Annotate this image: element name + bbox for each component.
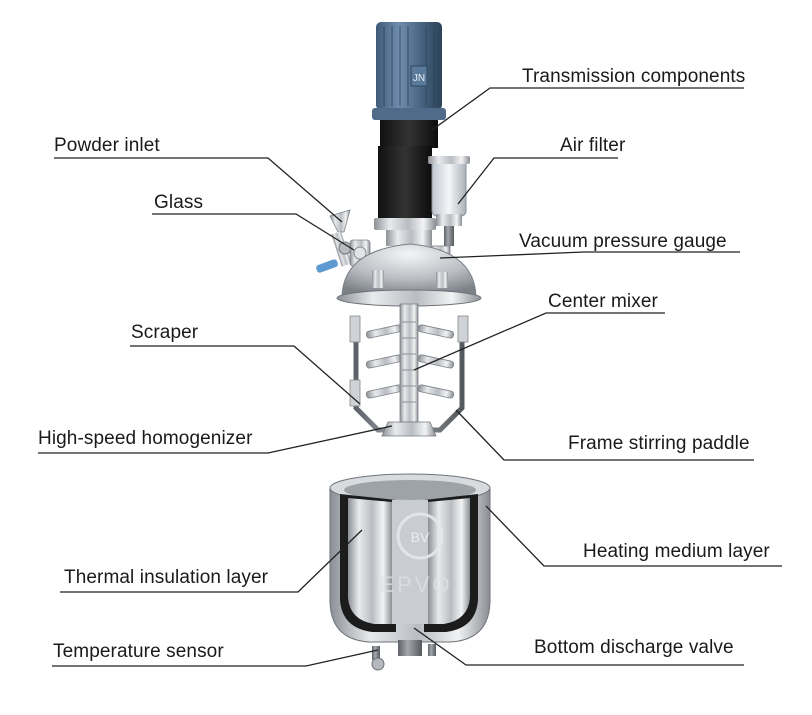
air-filter-unit (428, 156, 470, 246)
label-scraper: Scraper (131, 322, 199, 343)
vessel: BV EPVO (329, 473, 491, 671)
leader-vacuum-gauge (439, 251, 740, 259)
label-frame-stirring-paddle: Frame stirring paddle (568, 433, 750, 454)
vessel-brand: EPVO (379, 572, 452, 597)
label-heating-medium-layer: Heating medium layer (583, 541, 770, 562)
label-glass: Glass (154, 192, 204, 213)
leader-center-mixer (413, 312, 665, 371)
leader-homogenizer (38, 425, 393, 454)
powder-inlet-funnel (316, 209, 352, 273)
label-vacuum-pressure-gauge: Vacuum pressure gauge (519, 231, 727, 252)
label-bottom-discharge-valve: Bottom discharge valve (534, 637, 734, 658)
leader-air-filter (457, 157, 618, 205)
transmission-housing (374, 120, 438, 230)
leader-frame-paddle (455, 409, 754, 461)
leader-powder-inlet (54, 157, 343, 223)
motor: JN (372, 22, 446, 120)
label-temperature-sensor: Temperature sensor (53, 641, 224, 662)
label-air-filter: Air filter (560, 135, 626, 156)
leader-heating-medium (485, 505, 782, 567)
label-high-speed-homogenizer: High-speed homogenizer (38, 428, 253, 449)
leader-transmission (431, 87, 744, 131)
motor-badge: JN (413, 73, 425, 84)
leader-lines (38, 87, 782, 667)
leader-temp-sensor (52, 649, 379, 667)
label-center-mixer: Center mixer (548, 291, 658, 312)
label-powder-inlet: Powder inlet (54, 135, 160, 156)
leader-bottom-valve (413, 627, 744, 666)
leader-glass (152, 213, 355, 251)
svg-text:BV: BV (411, 529, 430, 545)
label-thermal-insulation-layer: Thermal insulation layer (64, 567, 269, 588)
lid (336, 230, 482, 307)
label-transmission-components: Transmission components (522, 66, 746, 87)
leader-insulation (60, 529, 363, 593)
leader-scraper (130, 345, 361, 405)
agitator-assembly (349, 303, 469, 437)
